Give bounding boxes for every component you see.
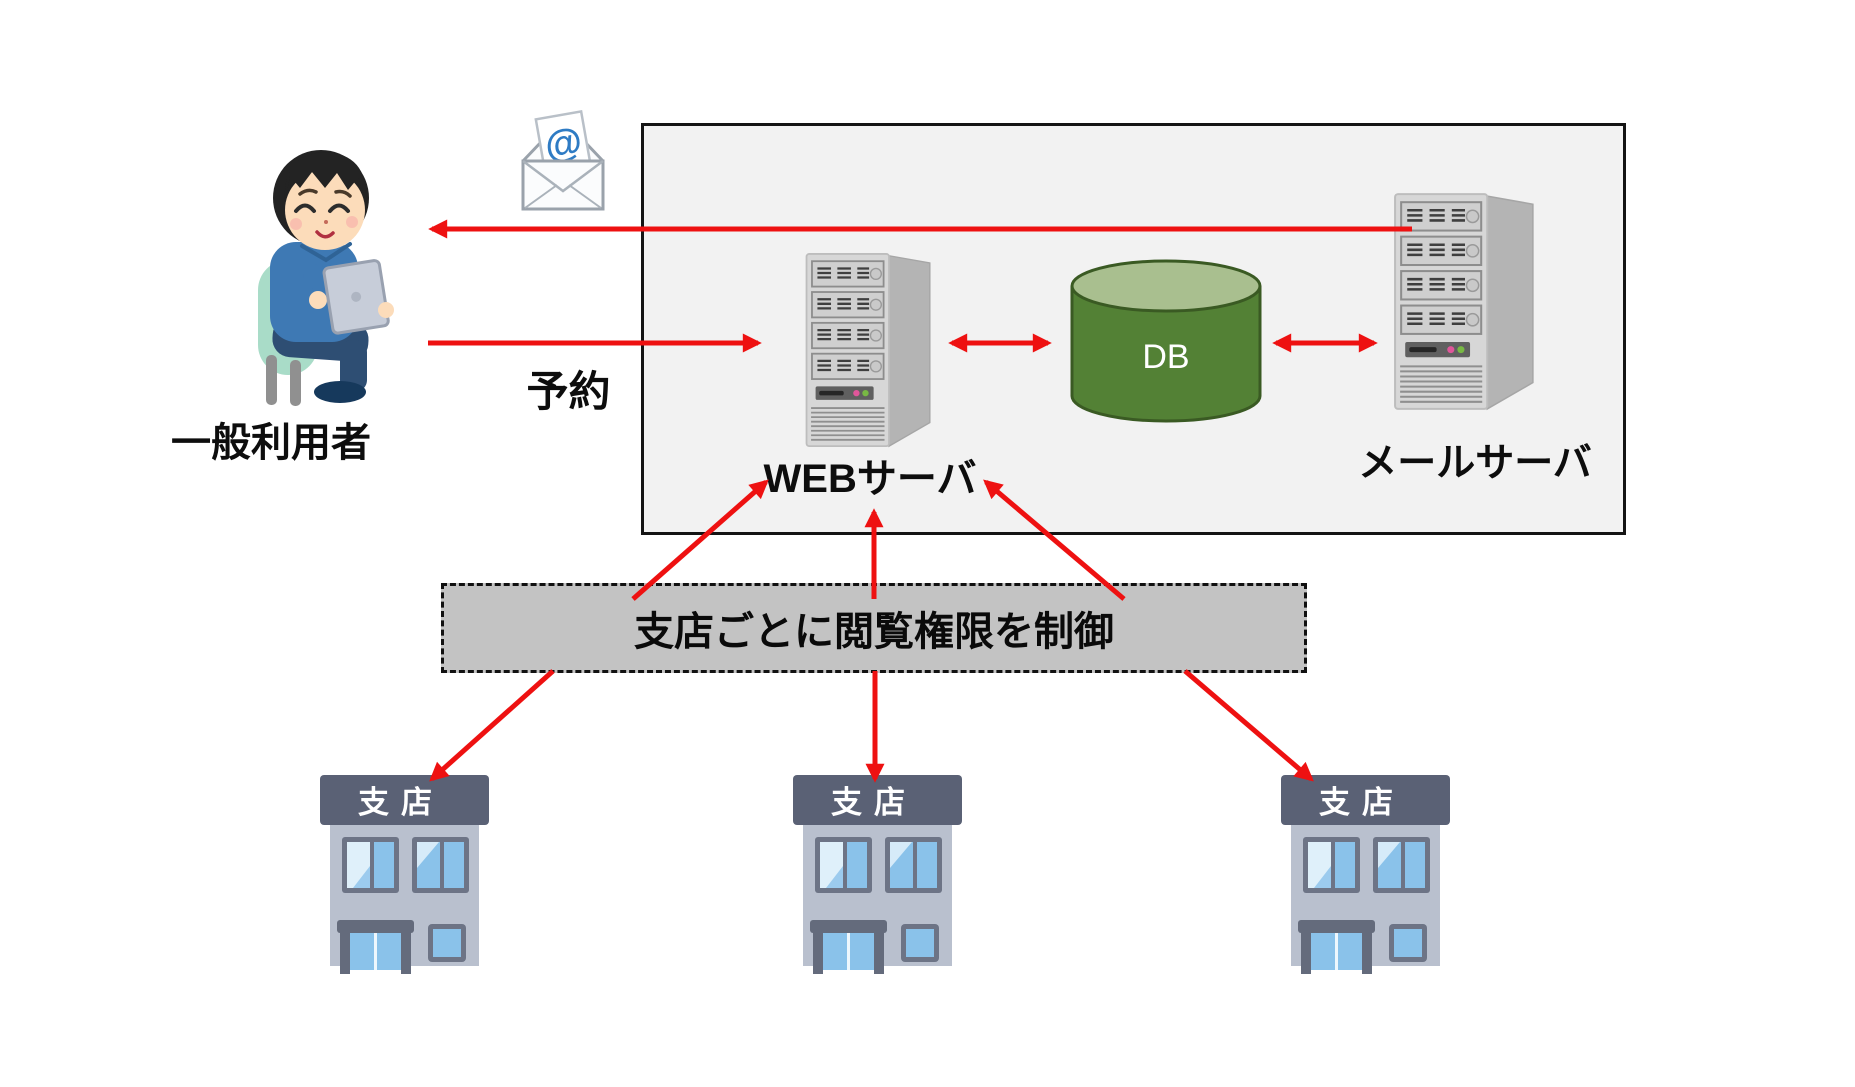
web-server-icon — [805, 252, 931, 448]
user-illustration — [258, 150, 394, 406]
permission-note-text: 支店ごとに閲覧権限を制御 — [634, 610, 1114, 654]
db-label: DB — [1142, 338, 1189, 376]
mail-server-icon — [1393, 192, 1535, 411]
branch-sign-label: 支店 — [831, 785, 917, 820]
branch-building-1: 支店 — [320, 775, 489, 974]
user-label: 一般利用者 — [171, 421, 371, 465]
tablet — [322, 259, 390, 335]
hand — [309, 291, 327, 309]
branch-building-2: 支店 — [793, 775, 962, 974]
hand-right — [378, 302, 394, 318]
permission-note-box: 支店ごとに閲覧権限を制御 — [441, 583, 1307, 673]
eye-right — [328, 203, 350, 213]
email-envelope-icon: @ — [521, 109, 605, 211]
shoe — [314, 381, 366, 403]
web-server-label: WEBサーバ — [763, 457, 977, 501]
eye-left — [294, 203, 316, 213]
branch-sign-label: 支店 — [1319, 785, 1405, 820]
arrow-note-to-branch-1 — [429, 669, 555, 782]
mail-server-label: メールサーバ — [1358, 442, 1592, 485]
database-cylinder-icon: DB — [1070, 259, 1262, 423]
arrow-note-to-branch-3 — [1183, 669, 1314, 782]
branch-sign-label: 支店 — [358, 785, 444, 820]
branch-building-3: 支店 — [1281, 775, 1450, 974]
reservation-label: 予約 — [526, 368, 611, 415]
head — [273, 150, 369, 250]
mouth — [315, 230, 335, 239]
